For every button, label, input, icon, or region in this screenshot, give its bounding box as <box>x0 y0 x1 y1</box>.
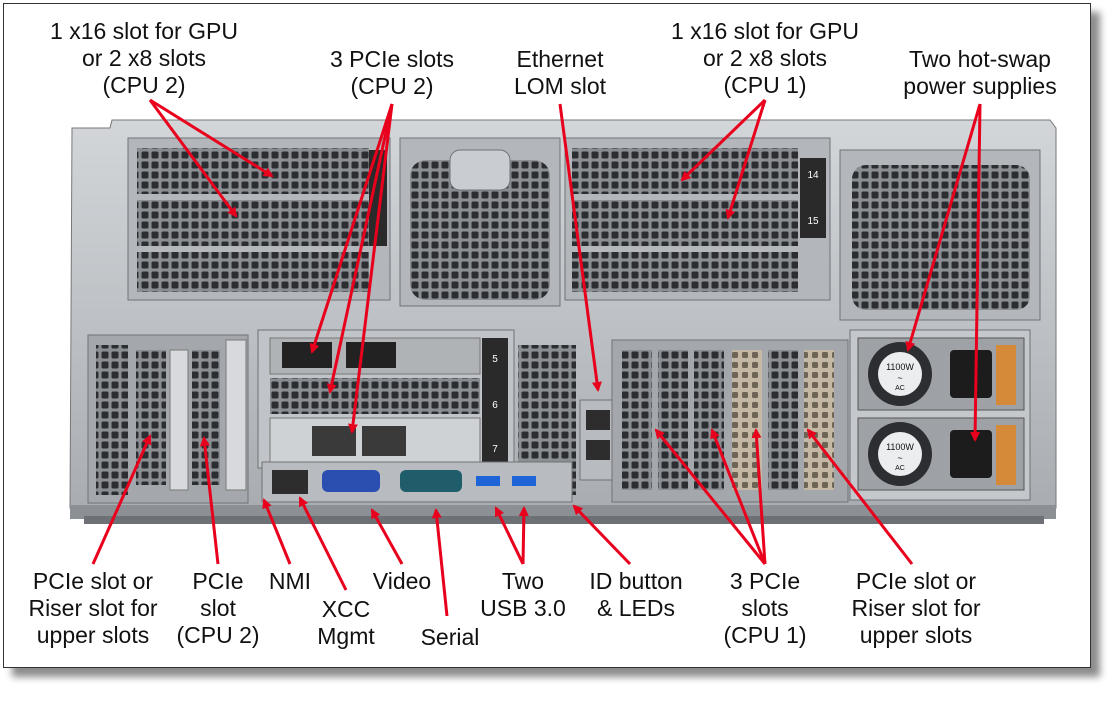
label-line: 1 x16 slot for GPU <box>50 18 238 44</box>
label-line: power supplies <box>903 73 1057 99</box>
psu2-rating: 1100W <box>886 442 914 452</box>
slot-label-7: 7 <box>492 444 498 455</box>
label-nmi: NMI <box>262 568 318 595</box>
label-line: & LEDs <box>597 595 675 621</box>
label-line: (CPU 2) <box>350 73 434 99</box>
usb-port-1 <box>476 476 500 486</box>
label-line: PCIe slot or <box>32 568 154 594</box>
right-pcie-slots <box>611 339 849 503</box>
label-line: LOM slot <box>513 73 607 99</box>
label-usb: Two USB 3.0 <box>466 568 580 622</box>
power-supplies: 1100W ~ AC 1100W ~ AC <box>849 329 1031 501</box>
gpu-cage-cpu1: 14 15 <box>564 137 831 301</box>
label-line: (CPU 1) <box>723 622 807 648</box>
label-ethernet-lom: Ethernet LOM slot <box>500 46 620 100</box>
label-line: Ethernet <box>516 46 604 72</box>
label-line: Video <box>372 568 432 594</box>
label-line: (CPU 1) <box>723 72 807 98</box>
label-line: Two <box>501 568 545 594</box>
label-line: 3 PCIe slots <box>330 46 454 72</box>
gpu-cage-cpu2 <box>127 137 391 301</box>
serial-port <box>400 470 462 492</box>
label-line: slot <box>200 595 236 621</box>
label-serial: Serial <box>410 624 490 651</box>
label-power-supplies: Two hot-swap power supplies <box>890 46 1070 100</box>
label-line: upper slots <box>36 622 150 648</box>
vga-port <box>322 470 380 492</box>
label-line: XCC <box>321 596 371 622</box>
lower-left-slots <box>87 334 249 504</box>
label-pcie-slots-cpu1: 3 PCIe slots (CPU 1) <box>710 568 820 649</box>
label-line: (CPU 2) <box>102 72 186 98</box>
label-line: or 2 x8 slots <box>82 45 206 71</box>
label-line: or 2 x8 slots <box>703 45 827 71</box>
label-line: Serial <box>420 624 480 650</box>
label-line: Riser slot for <box>851 595 981 621</box>
label-line: upper slots <box>859 622 973 648</box>
label-pcie-slots-cpu2: 3 PCIe slots (CPU 2) <box>316 46 468 100</box>
label-line: PCIe slot or <box>855 568 977 594</box>
label-pcie-riser-left: PCIe slot or Riser slot for upper slots <box>18 568 168 649</box>
label-pcie-riser-right: PCIe slot or Riser slot for upper slots <box>838 568 994 649</box>
ethernet-lom <box>579 399 615 481</box>
usb-port-2 <box>512 476 536 486</box>
psu1-ac-symbol: ~ <box>897 373 902 383</box>
label-line: 1 x16 slot for GPU <box>671 18 859 44</box>
psu2-ac-label: AC <box>895 465 905 472</box>
label-line: slots <box>741 595 789 621</box>
top-right-vent <box>839 149 1041 321</box>
label-line: Mgmt <box>317 623 375 649</box>
psu1-rating: 1100W <box>886 362 914 372</box>
xcc-mgmt-port <box>272 470 308 494</box>
label-xcc-mgmt: XCC Mgmt <box>308 596 384 650</box>
io-panel <box>261 461 573 503</box>
label-id-button: ID button & LEDs <box>576 568 696 622</box>
label-line: 3 PCIe <box>729 568 801 594</box>
label-line: Riser slot for <box>28 595 158 621</box>
slot-label-15: 15 <box>807 216 819 227</box>
psu1-ac-label: AC <box>895 385 905 392</box>
callout-arrows <box>91 98 982 617</box>
label-pcie-slot-cpu2: PCIe slot (CPU 2) <box>166 568 270 649</box>
center-pcie-cage: 5 6 7 <box>257 329 515 469</box>
slot-label-5: 5 <box>492 354 498 365</box>
slot-label-6: 6 <box>492 400 498 411</box>
label-gpu-slot-cpu2: 1 x16 slot for GPU or 2 x8 slots (CPU 2) <box>38 18 250 99</box>
label-video: Video <box>362 568 442 595</box>
slot-label-14: 14 <box>807 170 819 181</box>
label-line: ID button <box>589 568 683 594</box>
label-line: USB 3.0 <box>480 595 566 621</box>
psu2-ac-symbol: ~ <box>897 453 902 463</box>
label-line: PCIe <box>192 568 244 594</box>
label-line: (CPU 2) <box>176 622 260 648</box>
center-vent <box>399 137 561 307</box>
label-line: Two hot-swap <box>909 46 1051 72</box>
label-line: NMI <box>268 568 312 594</box>
label-gpu-slot-cpu1: 1 x16 slot for GPU or 2 x8 slots (CPU 1) <box>658 18 872 99</box>
